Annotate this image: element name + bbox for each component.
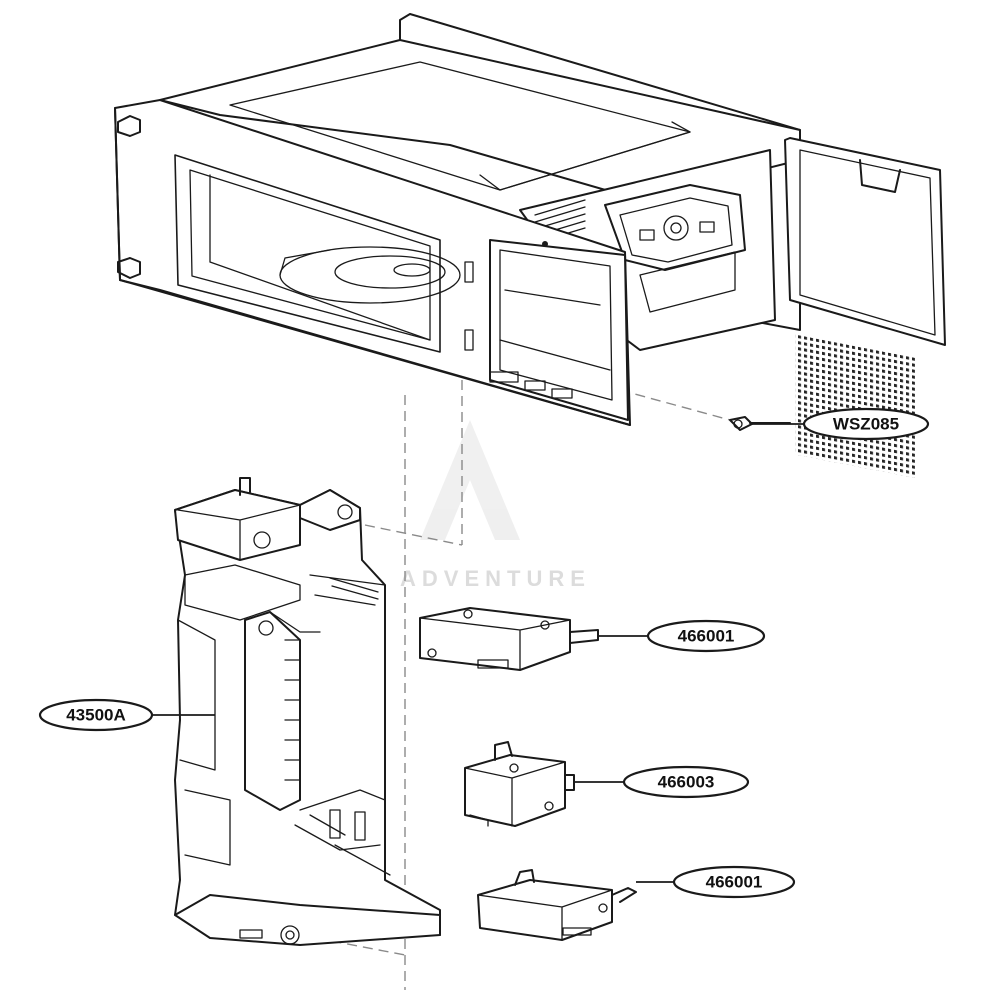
- callout-label-466003: 466003: [658, 773, 715, 792]
- callout-43500a: 43500A: [38, 698, 215, 732]
- callout-466003: 466003: [574, 765, 750, 799]
- latch-board-43500a: [174, 477, 441, 946]
- callout-label-43500a: 43500A: [66, 706, 126, 725]
- callout-wsz085: WSZ085: [752, 407, 930, 441]
- side-vent-slots: [534, 199, 586, 244]
- microwave-cavity-assembly: [114, 13, 946, 478]
- switch-466003: [464, 741, 575, 827]
- callout-466001-bottom: 466001: [636, 865, 796, 899]
- motor-bracket: [604, 184, 746, 313]
- turntable: [279, 246, 461, 304]
- latch-slider: [244, 611, 321, 811]
- callout-466001-top: 466001: [598, 619, 766, 653]
- callout-label-466001-bottom: 466001: [706, 873, 763, 892]
- grille-pattern: [795, 334, 915, 478]
- callout-label-466001-top: 466001: [678, 627, 735, 646]
- watermark-text: ADVENTURE: [400, 566, 591, 591]
- control-panel-frame: [464, 239, 629, 421]
- callout-label-wsz085: WSZ085: [833, 415, 899, 434]
- rear-grille-cover: [784, 137, 946, 478]
- switch-466001-bottom: [477, 869, 637, 941]
- switch-466001-top: [419, 607, 599, 671]
- watermark: ADVENTURE: [400, 420, 591, 591]
